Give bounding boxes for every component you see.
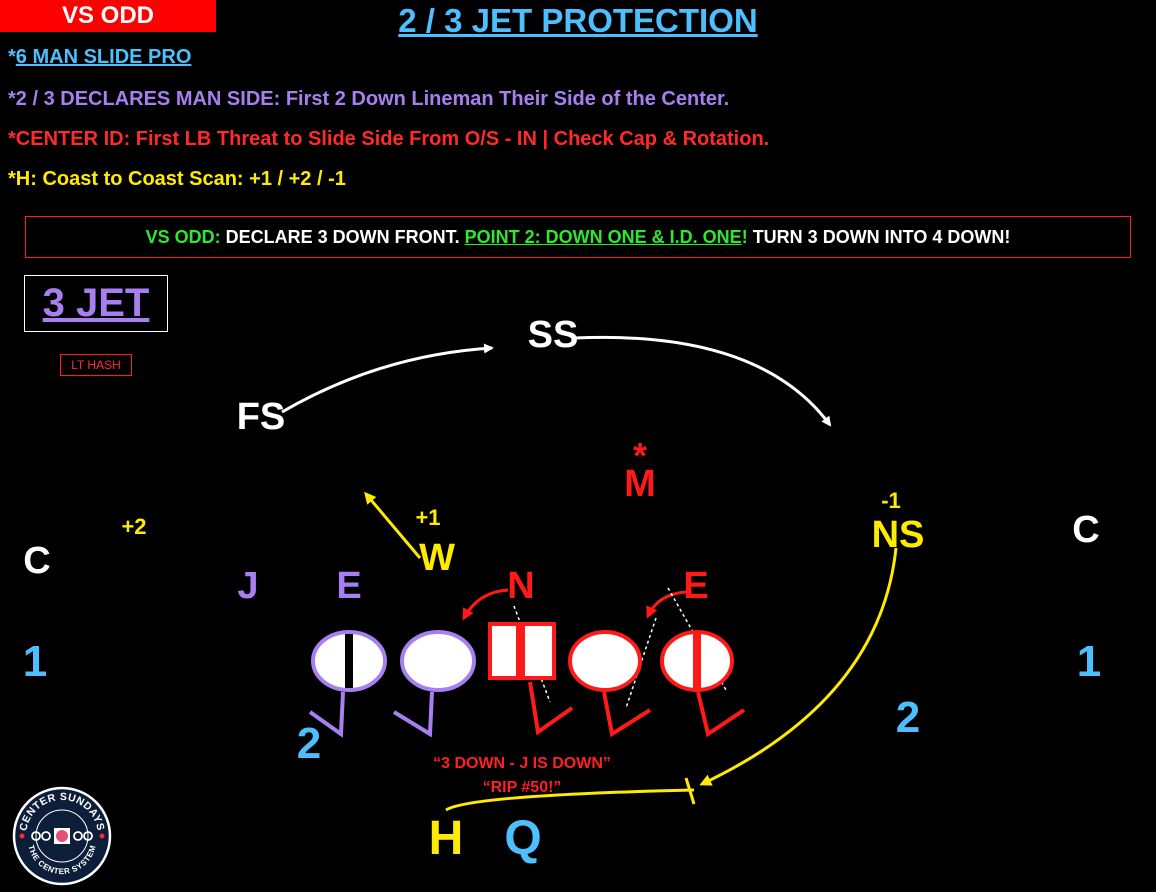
- fs-rotation-arrow: [281, 343, 494, 414]
- receiver-right-1: 1: [1076, 637, 1102, 686]
- n-slant-arrow: [462, 588, 509, 621]
- back-q: Q: [504, 812, 542, 865]
- receiver-left-2: 2: [296, 719, 322, 768]
- note-man-side: *2 / 3 DECLARES MAN SIDE: First 2 Down L…: [8, 88, 730, 110]
- call-line-1: “3 DOWN - J IS DOWN”: [433, 755, 611, 772]
- page-title: 2 / 3 JET PROTECTION: [398, 2, 758, 39]
- receiver-right-2: 2: [895, 693, 921, 742]
- center-sundays-logo: CENTER SUNDAYS THE CENTER SYSTEM: [12, 786, 112, 886]
- label-c-left: C: [23, 540, 51, 582]
- label-m-star: *: [632, 435, 648, 476]
- banner-vs-odd: VS ODD:: [145, 226, 221, 247]
- banner-point-2: POINT 2: DOWN ONE & I.D. ONE: [464, 226, 742, 247]
- label-w: W: [419, 537, 455, 579]
- right-tackle: [660, 630, 746, 738]
- protection-name: 3 JET: [24, 275, 168, 332]
- h-scan-path-end: [684, 777, 696, 805]
- left-guard: [392, 630, 476, 738]
- center: [488, 622, 574, 736]
- label-ss: SS: [527, 314, 579, 356]
- label-e-right: E: [683, 565, 709, 607]
- label-n: N: [507, 565, 535, 607]
- back-h: H: [428, 812, 464, 865]
- label-j: J: [237, 565, 259, 607]
- receiver-left-1: 1: [22, 637, 48, 686]
- banner-exclaim: !: [741, 226, 748, 247]
- scan-plus-2: +2: [121, 514, 147, 539]
- note-slide-pro-text: 6 MAN SLIDE PRO: [15, 46, 192, 68]
- hash-label: LT HASH: [60, 354, 132, 376]
- ns-rush-arrow: [699, 547, 898, 786]
- e-slant-arrow: [646, 590, 687, 619]
- w-drop-arrow: [364, 491, 422, 559]
- h-scan-path: [445, 788, 695, 812]
- scan-minus-1: -1: [881, 488, 901, 513]
- slide-dotted-line-2: [625, 617, 657, 709]
- ss-rotation-arrow: [574, 335, 832, 427]
- scan-plus-1: +1: [415, 505, 441, 530]
- note-slide-pro: *6 MAN SLIDE PRO: [8, 46, 191, 69]
- note-center-id: *CENTER ID: First LB Threat to Slide Sid…: [8, 128, 770, 150]
- vs-odd-banner: VS ODD: DECLARE 3 DOWN FRONT. POINT 2: D…: [25, 216, 1131, 258]
- line-call: “3 DOWN - J IS DOWN” “RIP #50!”: [402, 752, 642, 800]
- note-h-scan: *H: Coast to Coast Scan: +1 / +2 / -1: [8, 168, 346, 190]
- slide-dotted-line-1: [513, 605, 551, 703]
- right-guard: [568, 630, 652, 738]
- label-c-right: C: [1072, 509, 1100, 551]
- banner-turn: TURN 3 DOWN INTO 4 DOWN!: [747, 226, 1011, 247]
- vs-odd-tag: VS ODD: [0, 0, 216, 32]
- note-prefix: *: [8, 46, 16, 68]
- left-tackle: [308, 630, 387, 738]
- label-fs: FS: [236, 396, 286, 438]
- call-line-2: “RIP #50!”: [482, 779, 562, 796]
- label-m: M: [624, 463, 656, 505]
- label-e-left: E: [336, 565, 362, 607]
- label-ns: NS: [871, 514, 925, 556]
- banner-declare: DECLARE 3 DOWN FRONT.: [220, 226, 465, 247]
